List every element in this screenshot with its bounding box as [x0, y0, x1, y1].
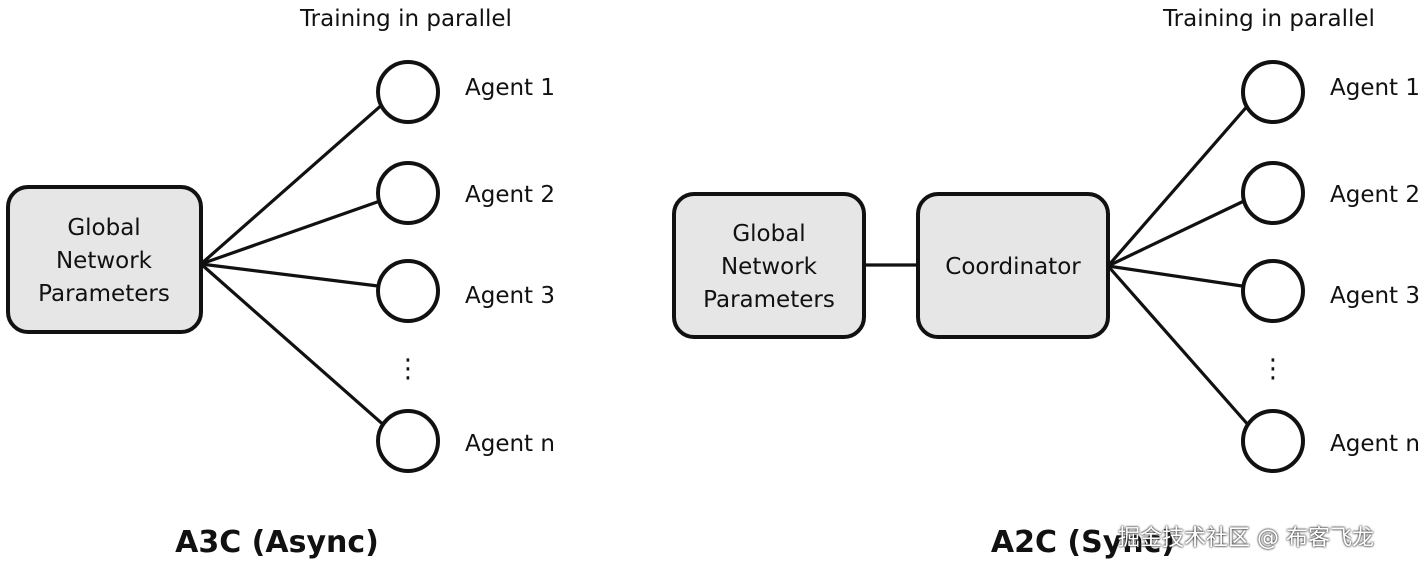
a2c-coordinator-label: Coordinator — [945, 254, 1081, 280]
a3c-edge-agent-2 — [200, 199, 381, 266]
a2c-ellipsis: ⋮ — [1260, 354, 1286, 384]
a2c-header: Training in parallel — [1162, 6, 1375, 32]
a2c-box-line-2: Network — [721, 254, 818, 280]
a3c-box-line-2: Network — [56, 248, 153, 274]
a2c-diagram: Training in parallel Global Network Para… — [672, 6, 1420, 560]
a2c-caption: A2C (Sync) — [991, 525, 1175, 560]
a2c-agent-3-node — [1241, 259, 1305, 323]
a3c-agent-1-node — [376, 60, 440, 124]
a3c-agent-3-label: Agent 3 — [465, 283, 555, 309]
a2c-agent-n-label: Agent n — [1330, 431, 1420, 457]
a2c-box-line-3: Parameters — [703, 287, 835, 313]
a2c-agent-2-label: Agent 2 — [1330, 182, 1420, 208]
watermark-text: 掘金技术社区 @ 布客飞龙 — [1118, 526, 1374, 551]
a2c-edge-agent-1 — [1106, 101, 1252, 268]
a2c-agent-1-label: Agent 1 — [1330, 75, 1420, 101]
a3c-agent-1-label: Agent 1 — [465, 75, 555, 101]
a3c-agent-2-label: Agent 2 — [465, 182, 555, 208]
a3c-agent-3-node — [376, 259, 440, 323]
a3c-agent-2-node — [376, 161, 440, 225]
a2c-box-line-1: Global — [732, 221, 805, 247]
a3c-box-line-3: Parameters — [38, 281, 170, 307]
a3c-agent-n-node — [376, 409, 440, 473]
a3c-diagram: Training in parallel Global Network Para… — [6, 6, 555, 560]
a3c-ellipsis: ⋮ — [395, 354, 421, 384]
a2c-global-network-box — [672, 192, 866, 339]
a3c-edge-agent-n — [199, 262, 388, 429]
a3c-edge-agent-3 — [200, 262, 379, 288]
a2c-agent-1-node — [1241, 60, 1305, 124]
a2c-edge-agent-n — [1106, 264, 1252, 429]
a2c-agent-2-node — [1241, 161, 1305, 225]
a3c-agent-n-label: Agent n — [465, 431, 555, 457]
a2c-agent-3-label: Agent 3 — [1330, 283, 1420, 309]
a3c-global-network-box — [6, 185, 203, 334]
a2c-edge-agent-3 — [1107, 264, 1243, 288]
a3c-edge-agent-1 — [199, 101, 386, 266]
a3c-caption: A3C (Async) — [175, 525, 379, 560]
a2c-coordinator-box — [916, 192, 1110, 339]
a2c-agent-n-node — [1241, 409, 1305, 473]
a3c-box-line-1: Global — [67, 215, 140, 241]
a2c-edge-agent-2 — [1107, 199, 1245, 268]
a3c-header: Training in parallel — [299, 6, 512, 32]
